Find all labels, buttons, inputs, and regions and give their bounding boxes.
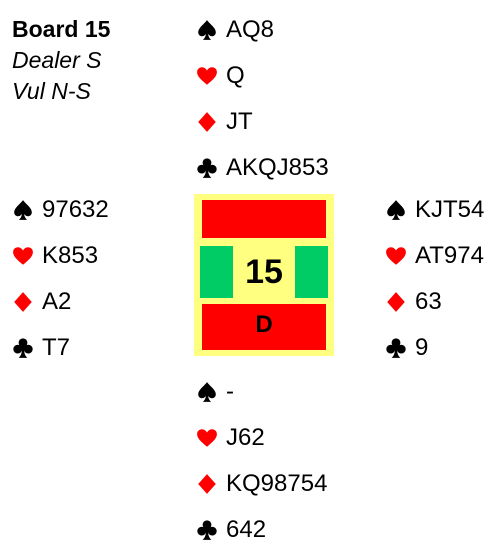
west-hearts-cards: K853 (42, 242, 99, 269)
diamond-icon (12, 290, 42, 314)
north-hearts-cards: Q (226, 62, 245, 89)
north-vulnerability-bar (202, 200, 326, 238)
west-clubs-cards: T7 (42, 334, 71, 361)
south-diamonds-cards: KQ98754 (226, 470, 328, 497)
dealer-line: Dealer S (12, 47, 102, 73)
east-hearts-cards: AT974 (415, 242, 484, 269)
spade-icon (196, 18, 226, 42)
club-icon (196, 156, 226, 180)
spade-icon (196, 380, 226, 404)
dealer-marker: D (255, 311, 273, 338)
south-diamonds-row: KQ98754 (196, 461, 327, 507)
heart-icon (196, 426, 226, 450)
east-vulnerability-bar (295, 246, 328, 298)
club-icon (196, 518, 226, 542)
club-icon (12, 336, 42, 360)
south-hearts-row: J62 (196, 415, 327, 461)
east-clubs-cards: 9 (415, 334, 429, 361)
east-spades-cards: KJT54 (415, 196, 485, 223)
north-spades-row: AQ8 (196, 7, 329, 53)
south-clubs-row: 642 (196, 507, 327, 553)
heart-icon (12, 244, 42, 268)
west-hearts-row: K853 (12, 233, 109, 279)
diamond-icon (196, 472, 226, 496)
south-spades-row: - (196, 369, 327, 415)
spade-icon (12, 198, 42, 222)
east-diamonds-row: 63 (385, 279, 484, 325)
north-diamonds-cards: JT (226, 108, 253, 135)
east-hearts-row: AT974 (385, 233, 484, 279)
south-hearts-cards: J62 (226, 424, 265, 451)
east-clubs-row: 9 (385, 325, 484, 371)
club-icon (385, 336, 415, 360)
heart-icon (385, 244, 415, 268)
north-spades-cards: AQ8 (226, 16, 275, 43)
board-number: 15 (245, 253, 283, 291)
north-diamonds-row: JT (196, 99, 329, 145)
west-diamonds-row: A2 (12, 279, 109, 325)
vulnerability-line: Vul N-S (12, 78, 91, 104)
west-clubs-row: T7 (12, 325, 109, 371)
board-title: Board 15 (12, 16, 111, 42)
west-spades-row: 97632 (12, 187, 109, 233)
south-clubs-cards: 642 (226, 516, 267, 543)
diamond-icon (196, 110, 226, 134)
north-hearts-row: Q (196, 53, 329, 99)
west-spades-cards: 97632 (42, 196, 109, 223)
board-diagram: 15 D (194, 194, 334, 356)
west-diamonds-cards: A2 (42, 288, 72, 315)
board-info: Board 15 Dealer S Vul N-S (12, 14, 110, 107)
south-spades-cards: - (226, 378, 234, 405)
north-clubs-row: AKQJ853 (196, 145, 329, 191)
east-diamonds-cards: 63 (415, 288, 442, 315)
heart-icon (196, 64, 226, 88)
north-clubs-cards: AKQJ853 (226, 154, 329, 181)
south-vulnerability-bar (202, 304, 326, 350)
diamond-icon (385, 290, 415, 314)
spade-icon (385, 198, 415, 222)
west-vulnerability-bar (200, 246, 233, 298)
east-spades-row: KJT54 (385, 187, 484, 233)
